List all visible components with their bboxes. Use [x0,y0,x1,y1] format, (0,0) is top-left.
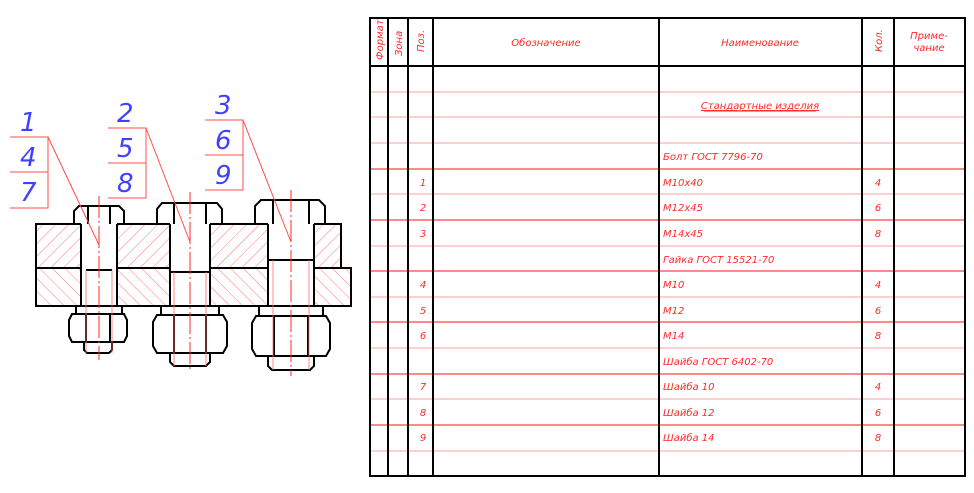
cell-name: М12 [663,306,684,317]
cell-pos: 1 [420,178,426,189]
callout-label: 1 [20,108,37,138]
table-row[interactable]: 8 Шайба 12 6 [420,407,881,419]
callout-label: 8 [117,169,134,199]
cell-pos: 4 [420,280,426,291]
cell-qty: 8 [875,433,881,444]
bolt-assembly-drawing: 1 4 7 2 5 8 3 6 9 [10,91,352,376]
cell-pos: 5 [420,306,426,317]
table-row[interactable]: 6 М14 8 [420,331,881,342]
cell-pos: 3 [420,229,426,240]
cell-qty: 8 [875,331,881,342]
cell-qty: 4 [875,382,881,393]
callout-label: 7 [20,178,37,208]
table-row[interactable]: Болт ГОСТ 7796-70 [663,152,763,163]
table-row[interactable]: 7 Шайба 10 4 [420,381,881,393]
cell-pos: 9 [420,433,426,444]
cell-name: М12х45 [663,203,703,214]
header-note-line2: чание [913,43,944,54]
cell-name: Шайба 14 [663,432,715,444]
section-title: Стандартные изделия [701,101,819,112]
callout-label: 5 [117,134,134,164]
table-row[interactable]: 9 Шайба 14 8 [420,432,881,444]
lower-plate [36,268,351,306]
group-title: Гайка ГОСТ 15521-70 [663,255,774,266]
row-lines [370,91,965,452]
table-row[interactable]: 5 М12 6 [420,306,881,317]
cell-qty: 4 [875,178,881,189]
callout-label: 3 [215,91,232,121]
cell-name: М10х40 [663,178,703,189]
cell-qty: 4 [875,280,881,291]
cell-pos: 8 [420,408,426,419]
group-title: Шайба ГОСТ 6402-70 [663,356,773,368]
cell-qty: 6 [875,408,881,419]
cell-pos: 2 [420,203,426,214]
callout-label: 2 [117,99,134,129]
cell-name: М14х45 [663,229,703,240]
header-note-line1: Приме- [910,31,948,42]
table-row[interactable]: 4 М10 4 [420,280,881,291]
cell-qty: 6 [875,203,881,214]
table-row[interactable]: 1 М10х40 4 [420,178,881,189]
table-header: Формат Зона Поз. Обозначение Наименовани… [375,18,948,60]
header-format: Формат [375,18,386,60]
header-designation: Обозначение [511,37,580,49]
cell-name: М10 [663,280,684,291]
callout-label: 9 [215,161,232,191]
header-zone: Зона [394,31,405,56]
table-row[interactable]: Гайка ГОСТ 15521-70 [663,255,774,266]
table-row[interactable]: Шайба ГОСТ 6402-70 [663,356,773,368]
table-row[interactable]: 3 М14х45 8 [420,229,881,240]
bolt-3 [251,199,331,371]
table-body: Стандартные изделия Болт ГОСТ 7796-70 1 … [420,101,881,444]
table-row[interactable]: Стандартные изделия [701,101,819,112]
cell-pos: 7 [420,382,427,393]
table-row[interactable]: 2 М12х45 6 [420,203,881,214]
cell-name: М14 [663,331,684,342]
callout-label: 4 [20,143,37,173]
header-name: Наименование [721,38,799,49]
upper-plate [36,224,341,268]
cell-pos: 6 [420,331,426,342]
group-title: Болт ГОСТ 7796-70 [663,152,763,163]
cell-name: Шайба 10 [663,381,715,393]
header-qty: Кол. [874,29,885,52]
callout-label: 6 [215,126,232,156]
cell-name: Шайба 12 [663,407,715,419]
header-pos: Поз. [416,30,427,52]
cell-qty: 6 [875,306,881,317]
cell-qty: 8 [875,229,881,240]
